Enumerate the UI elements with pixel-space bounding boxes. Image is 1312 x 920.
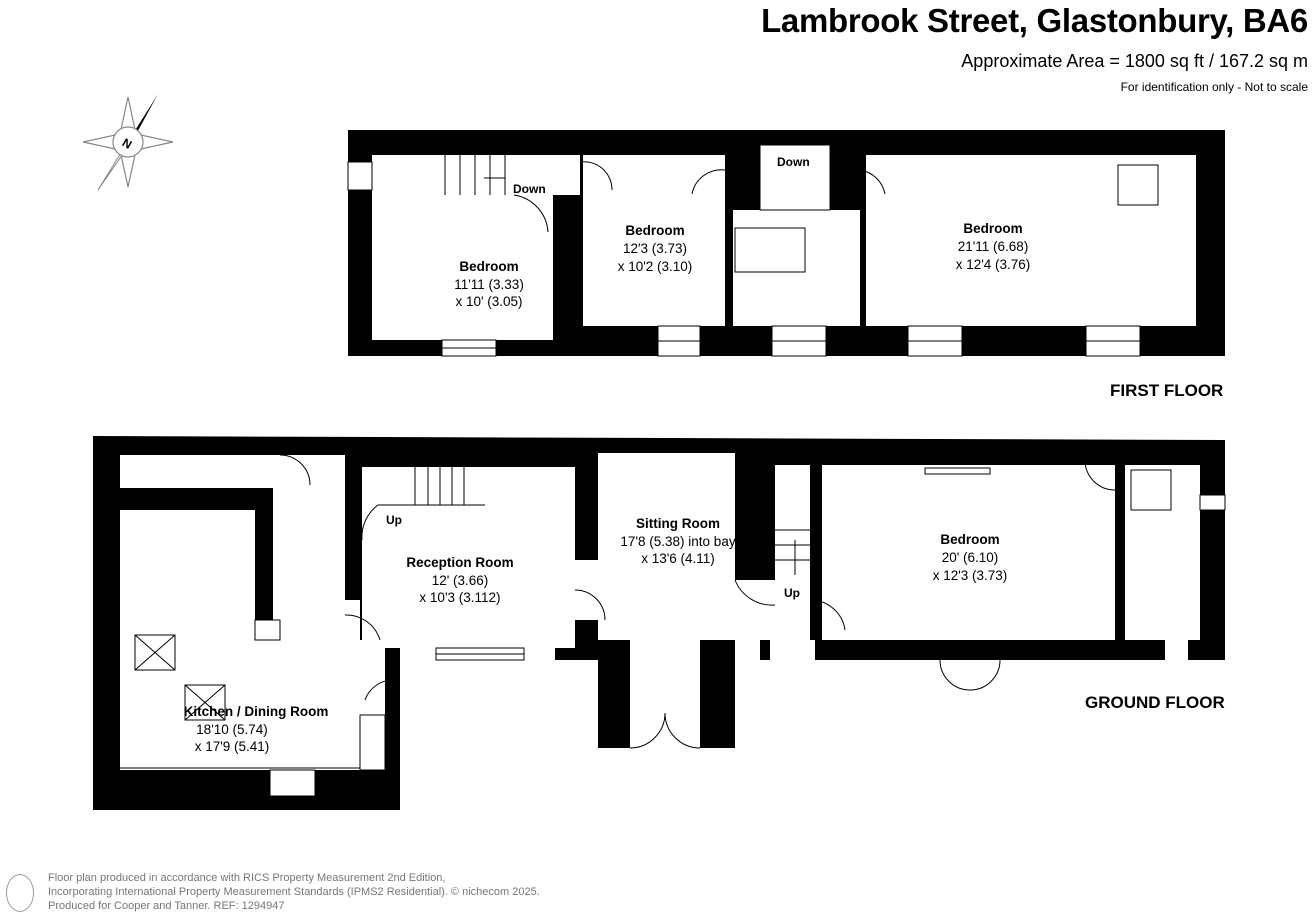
- room-dimension: 17'8 (5.38) into bay: [620, 534, 735, 549]
- person-icon: [6, 874, 34, 912]
- room-dimension: x 17'9 (5.41): [195, 739, 270, 754]
- room-dimension: x 10'3 (3.112): [419, 590, 500, 605]
- room-dimension: 18'10 (5.74): [196, 722, 268, 737]
- property-title: Lambrook Street, Glastonbury, BA6: [761, 2, 1308, 39]
- stair-label-up: Up: [386, 513, 402, 527]
- room-name: Reception Room: [406, 555, 513, 570]
- room-dimension: 11'11 (3.33): [454, 277, 524, 292]
- room-name: Bedroom: [459, 259, 518, 274]
- footer-line: Produced for Cooper and Tanner. REF: 129…: [48, 900, 285, 912]
- disclaimer-note: For identification only - Not to scale: [1120, 80, 1308, 94]
- room-dimension: 20' (6.10): [942, 550, 999, 565]
- room-name: Bedroom: [963, 221, 1022, 236]
- first-floor-label: FIRST FLOOR: [1110, 381, 1224, 400]
- stair-label-down: Down: [777, 155, 810, 169]
- room-dimension: x 10' (3.05): [455, 294, 522, 309]
- room-dimension: x 13'6 (4.11): [641, 551, 715, 566]
- room-name: Bedroom: [625, 223, 684, 238]
- room-name: Sitting Room: [636, 516, 720, 531]
- room-dimension: 21'11 (6.68): [958, 239, 1029, 254]
- room-dimension: x 10'2 (3.10): [618, 259, 693, 274]
- footer-line: Floor plan produced in accordance with R…: [48, 872, 446, 884]
- footer-line: Incorporating International Property Mea…: [48, 886, 540, 898]
- ground-floor-plan: Up Up Kitchen / Dining Room 18'10 (5.74)…: [93, 436, 1226, 810]
- room-dimension: x 12'4 (3.76): [956, 257, 1031, 272]
- room-dimension: 12' (3.66): [432, 573, 489, 588]
- first-floor-plan: Down Down Bedroom 11'11 (3.33) x 10' (3.…: [347, 130, 1225, 357]
- room-dimension: 12'3 (3.73): [623, 241, 687, 256]
- approximate-area: Approximate Area = 1800 sq ft / 167.2 sq…: [961, 51, 1308, 71]
- stair-label-up: Up: [784, 586, 800, 600]
- room-name: Kitchen / Dining Room: [184, 704, 329, 719]
- room-dimension: x 12'3 (3.73): [933, 568, 1008, 583]
- compass-icon: N: [82, 94, 174, 191]
- footer: Floor plan produced in accordance with R…: [48, 871, 540, 913]
- room-name: Bedroom: [940, 532, 999, 547]
- stair-label-down: Down: [513, 182, 546, 196]
- ground-floor-label: GROUND FLOOR: [1085, 693, 1225, 712]
